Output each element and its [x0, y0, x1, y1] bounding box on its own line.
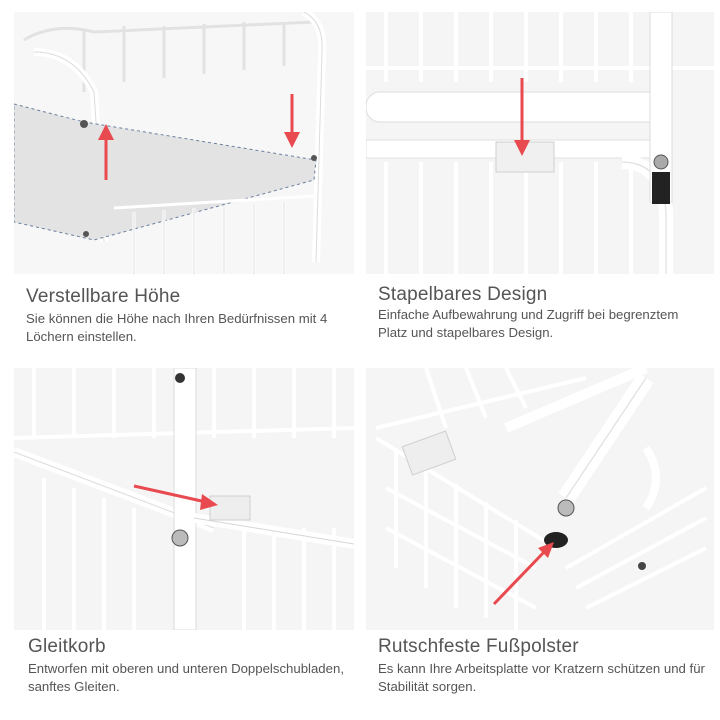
feature-description: Sie können die Höhe nach Ihren Bedürfnis… — [26, 311, 328, 344]
slide-arrow-icon — [133, 484, 218, 510]
feature-description: Einfache Aufbewahrung und Zugriff bei be… — [378, 307, 679, 340]
product-photo-height — [14, 12, 354, 274]
feature-panel-adjustable-height: Verstellbare Höhe Sie können die Höhe na… — [0, 0, 360, 360]
feature-description: Entworfen mit oberen und unteren Doppels… — [28, 661, 344, 694]
feature-title: Gleitkorb — [28, 636, 106, 657]
feature-description: Es kann Ihre Arbeitsplatte vor Kratzern … — [378, 661, 705, 694]
slide-illustration — [14, 368, 354, 630]
product-photo-stack — [366, 12, 714, 274]
feature-title: Verstellbare Höhe — [26, 286, 181, 307]
feature-panel-anti-slip-pads: Rutschfeste Fußpolster Es kann Ihre Arbe… — [360, 360, 720, 720]
product-photo-pads — [366, 368, 714, 630]
height-illustration — [14, 12, 354, 274]
feature-title: Rutschfeste Fußpolster — [378, 636, 579, 657]
stack-arrow-icon — [514, 78, 530, 156]
stack-illustration — [366, 12, 714, 274]
feature-panel-stackable: Stapelbares Design Einfache Aufbewahrung… — [360, 0, 720, 360]
height-adjust-arrow-icon — [98, 94, 300, 180]
pad-arrow-icon — [492, 542, 554, 606]
feature-title: Stapelbares Design — [378, 284, 548, 305]
product-photo-slide — [14, 368, 354, 630]
pads-illustration — [366, 368, 714, 630]
feature-panel-sliding-basket: Gleitkorb Entworfen mit oberen und unter… — [0, 360, 360, 720]
